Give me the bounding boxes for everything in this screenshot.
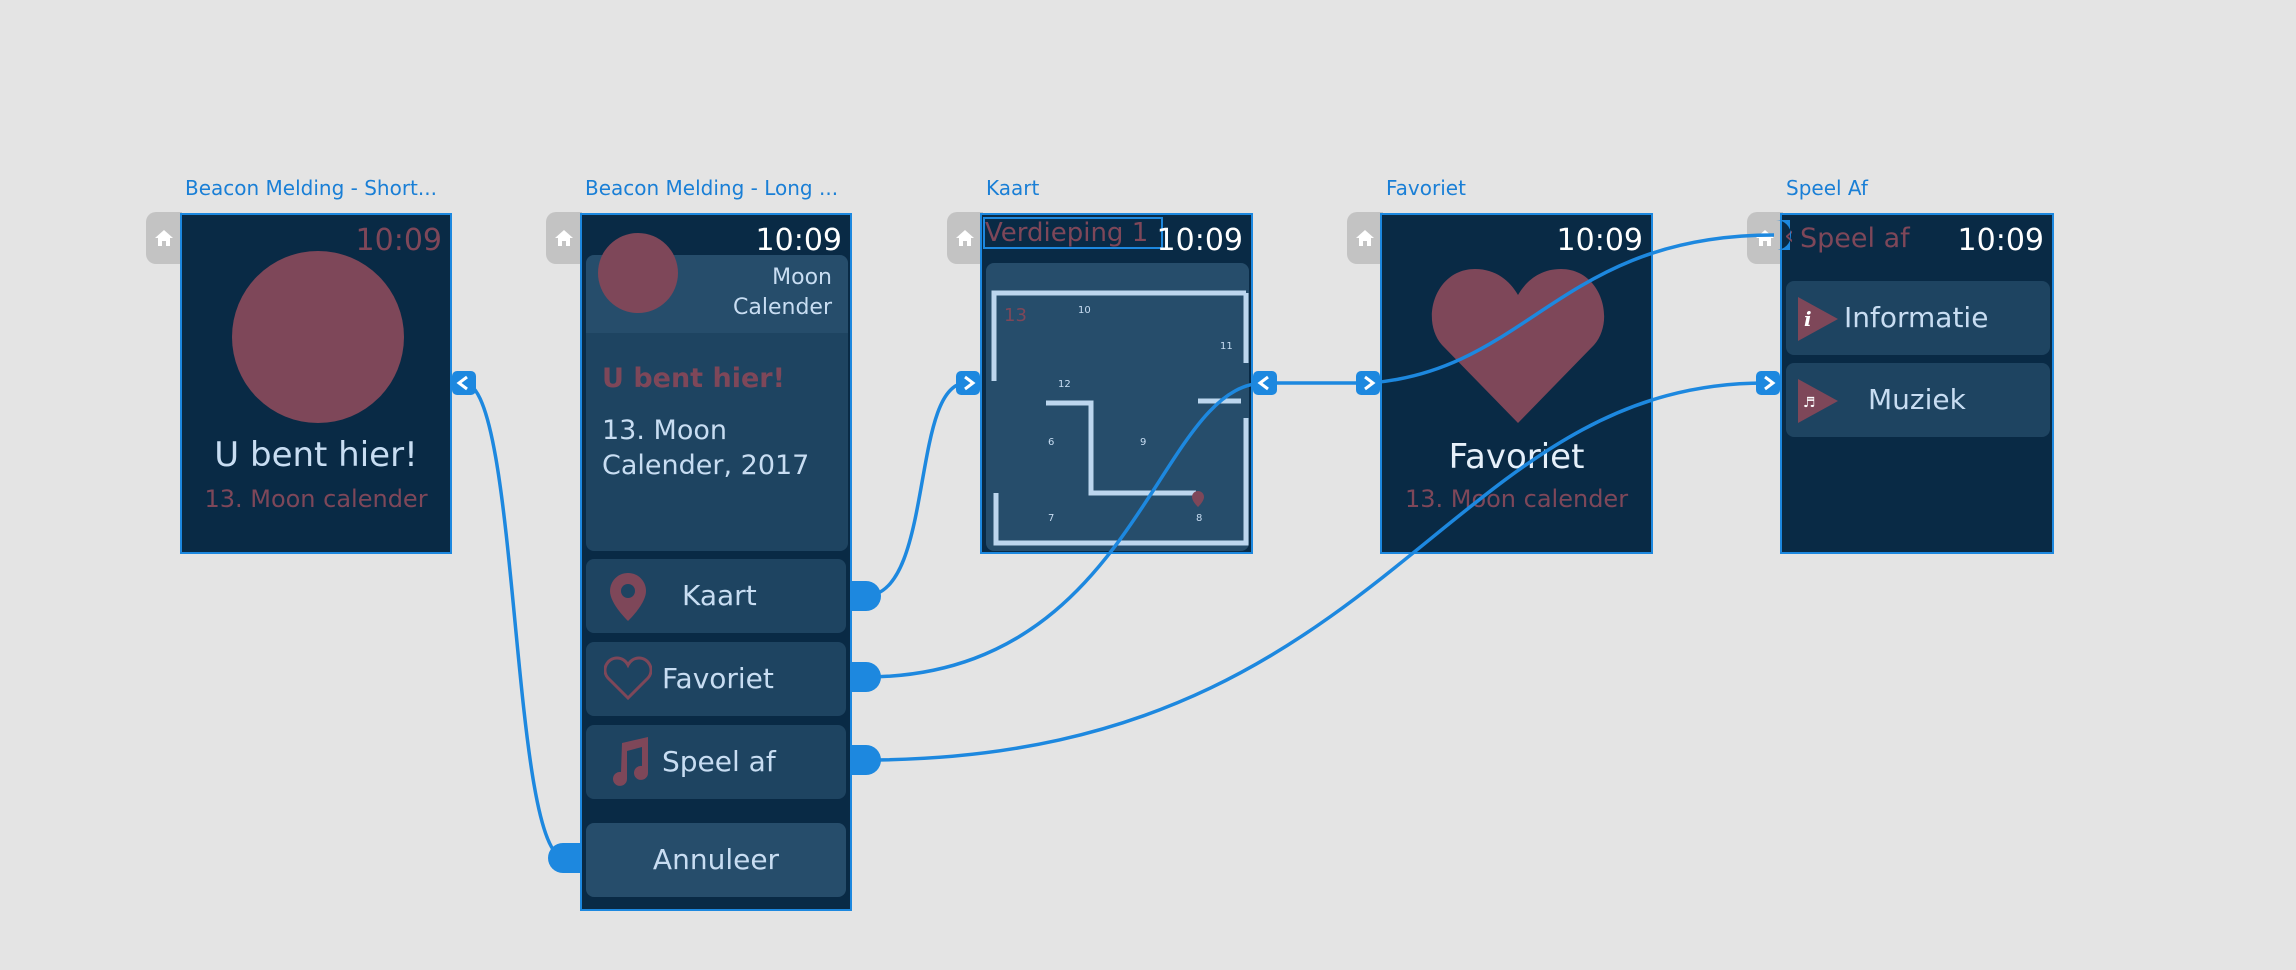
floor-map[interactable]: 13 10 11 12 6 9 7 8 bbox=[986, 263, 1249, 551]
artboard-title-favoriet[interactable]: Favoriet bbox=[1386, 176, 1466, 200]
informatie-row[interactable]: i Informatie bbox=[1786, 281, 2050, 355]
map-pin-icon bbox=[610, 573, 646, 621]
home-icon[interactable] bbox=[1747, 212, 1783, 264]
muziek-label: Muziek bbox=[1868, 383, 1966, 416]
speel-af-label: Speel af bbox=[662, 745, 776, 778]
heading-label: U bent hier! bbox=[214, 435, 418, 475]
room-9: 9 bbox=[1140, 437, 1147, 448]
alert-body: U bent hier! 13. Moon Calender, 2017 bbox=[586, 333, 848, 551]
location-pin-icon bbox=[1192, 491, 1204, 507]
music-note-icon: ♬ bbox=[1798, 379, 1838, 423]
alert-text: 13. Moon Calender, 2017 bbox=[602, 415, 810, 481]
heart-icon bbox=[604, 656, 652, 700]
time-label: 10:09 bbox=[1957, 223, 2044, 258]
app-icon bbox=[598, 233, 678, 313]
svg-text:i: i bbox=[1804, 307, 1812, 331]
room-10: 10 bbox=[1078, 305, 1091, 316]
home-icon[interactable] bbox=[947, 212, 983, 264]
artboard-title-speel-af[interactable]: Speel Af bbox=[1786, 176, 1868, 200]
time-label: 10:09 bbox=[355, 223, 442, 258]
segue-kaart bbox=[864, 381, 967, 598]
kaart-button[interactable]: Kaart bbox=[586, 559, 846, 633]
informatie-label: Informatie bbox=[1844, 301, 1989, 334]
artboard-title-kaart[interactable]: Kaart bbox=[986, 176, 1040, 200]
room-13: 13 bbox=[1004, 305, 1027, 326]
room-8: 8 bbox=[1196, 513, 1203, 524]
annuleer-label: Annuleer bbox=[652, 843, 780, 876]
screen-speel-af: ‹ Speel af 10:09 i Informatie ♬ Muziek bbox=[1780, 213, 2054, 554]
floor-header[interactable]: Verdieping 1 bbox=[983, 217, 1163, 249]
music-note-icon bbox=[613, 737, 648, 786]
screen-beacon-short: 10:09 U bent hier! 13. Moon calender bbox=[180, 213, 452, 554]
sub-label: 13. Moon calender bbox=[1404, 485, 1629, 513]
app-name: Moon Calender bbox=[733, 265, 832, 320]
alert-title: U bent hier! bbox=[602, 363, 785, 394]
room-11: 11 bbox=[1220, 341, 1233, 352]
heart-icon bbox=[1431, 269, 1605, 423]
muziek-row[interactable]: ♬ Muziek bbox=[1786, 363, 2050, 437]
home-icon[interactable] bbox=[546, 212, 582, 264]
time-label: 10:09 bbox=[1556, 223, 1643, 258]
app-header: Moon Calender bbox=[586, 233, 848, 333]
artboard-title-beacon-long[interactable]: Beacon Melding - Long ... bbox=[585, 176, 839, 200]
kaart-label: Kaart bbox=[682, 579, 757, 612]
info-icon: i bbox=[1798, 297, 1838, 341]
screen-beacon-long: 10:09 Moon Calender U bent hier! 13. Moo… bbox=[580, 213, 852, 911]
segue-annuleer bbox=[463, 381, 566, 860]
room-7: 7 bbox=[1048, 513, 1055, 524]
room-12: 12 bbox=[1058, 379, 1071, 390]
annuleer-button[interactable]: Annuleer bbox=[586, 823, 846, 897]
room-6: 6 bbox=[1048, 437, 1055, 448]
time-label: 10:09 bbox=[755, 223, 842, 258]
screen-kaart: Verdieping 1 10:09 13 10 11 12 6 9 7 8 bbox=[980, 213, 1253, 554]
chevron-left-icon[interactable]: ‹ bbox=[1784, 221, 1795, 251]
back-title[interactable]: Speel af bbox=[1800, 223, 1910, 254]
beacon-circle bbox=[232, 251, 404, 423]
home-icon[interactable] bbox=[146, 212, 182, 264]
heading-label: Favoriet bbox=[1448, 437, 1585, 477]
sub-label: 13. Moon calender bbox=[204, 485, 428, 513]
artboard-title-beacon-short[interactable]: Beacon Melding - Short... bbox=[185, 176, 437, 200]
favoriet-label: Favoriet bbox=[662, 662, 774, 695]
svg-text:♬: ♬ bbox=[1803, 395, 1816, 411]
screen-favoriet: 10:09 Favoriet 13. Moon calender bbox=[1380, 213, 1653, 554]
time-label: 10:09 bbox=[1156, 223, 1243, 258]
home-icon[interactable] bbox=[1347, 212, 1383, 264]
favoriet-button[interactable]: Favoriet bbox=[586, 642, 846, 716]
speel-af-button[interactable]: Speel af bbox=[586, 725, 846, 799]
